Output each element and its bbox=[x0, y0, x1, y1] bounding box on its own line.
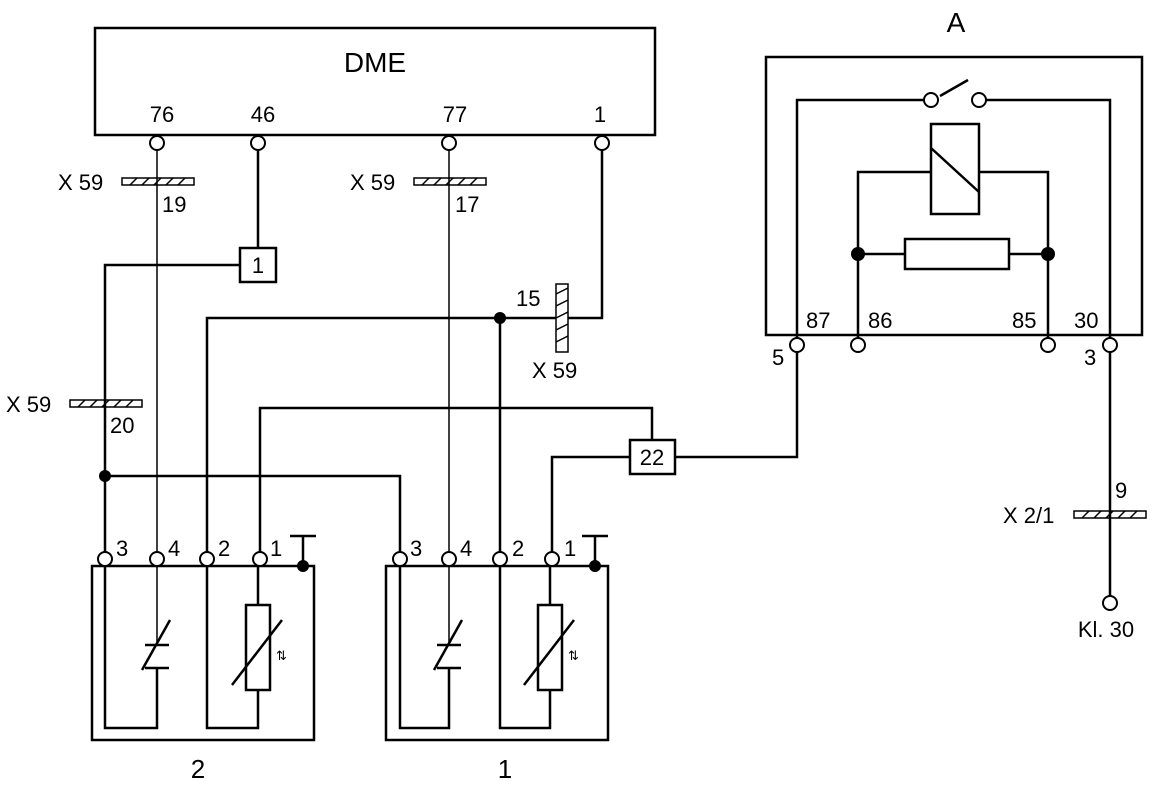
sensor-1-terminal-1 bbox=[544, 551, 560, 567]
connector-x59-17: X 59 17 bbox=[350, 170, 487, 217]
sensor-2-terminal-1 bbox=[252, 551, 268, 567]
relay-pin-87: 87 bbox=[806, 308, 830, 333]
sensor-2-label: 2 bbox=[191, 754, 205, 784]
sensor-1-pin-2: 2 bbox=[512, 536, 524, 561]
junction-dot bbox=[99, 470, 111, 482]
svg-text:⇅: ⇅ bbox=[276, 648, 287, 663]
supply-terminal bbox=[1102, 595, 1118, 611]
splice-22-label: 22 bbox=[640, 445, 664, 470]
connector-x59-label: X 59 bbox=[350, 170, 395, 195]
connector-x59-15: 15 X 59 bbox=[516, 283, 577, 383]
dme-terminal-1 bbox=[594, 135, 610, 151]
relay-outer-pin-5: 5 bbox=[772, 345, 784, 370]
sensor-2-pin-2: 2 bbox=[218, 536, 230, 561]
ground-dot bbox=[589, 560, 601, 572]
relay-switch-contact bbox=[971, 92, 987, 108]
relay-title: A bbox=[947, 7, 966, 38]
relay-pin-85: 85 bbox=[1012, 308, 1036, 333]
relay-terminal-87 bbox=[789, 337, 805, 353]
sensor-1-pin-1: 1 bbox=[564, 536, 576, 561]
connector-pin-15: 15 bbox=[516, 286, 540, 311]
relay-pin-86: 86 bbox=[868, 308, 892, 333]
relay-a: A 87 86 85 30 5 3 bbox=[764, 7, 1144, 370]
dme-pin-76: 76 bbox=[150, 102, 174, 127]
dme-terminal-76 bbox=[149, 135, 165, 151]
connector-pin-20: 20 bbox=[110, 413, 134, 438]
sensor-1-pin-3: 3 bbox=[410, 536, 422, 561]
dme-unit: DME 76 46 77 1 bbox=[93, 26, 657, 151]
dme-pin-77: 77 bbox=[443, 102, 467, 127]
relay-terminal-85 bbox=[1040, 337, 1056, 353]
dme-pin-1: 1 bbox=[594, 102, 606, 127]
sensor-1-terminal-4 bbox=[441, 551, 457, 567]
splice-1-label: 1 bbox=[252, 253, 264, 278]
dme-pin-46: 46 bbox=[251, 102, 275, 127]
relay-coil bbox=[929, 122, 981, 216]
sensor-1-pin-4: 4 bbox=[460, 536, 472, 561]
supply-label: Kl. 30 bbox=[1078, 617, 1134, 642]
dme-terminal-46 bbox=[250, 135, 266, 151]
connector-x59-label: X 59 bbox=[58, 170, 103, 195]
sensor-2-pin-3: 3 bbox=[116, 536, 128, 561]
sensor-2: 3 4 2 1 ⇅ 2 bbox=[90, 534, 316, 784]
connector-x59-20: X 59 20 bbox=[6, 392, 143, 438]
sensor-2-pin-4: 4 bbox=[168, 536, 180, 561]
junction-dot bbox=[494, 312, 506, 324]
dme-title: DME bbox=[344, 47, 406, 78]
sensor-2-terminal-2 bbox=[199, 551, 215, 567]
relay-outer-pin-3: 3 bbox=[1084, 345, 1096, 370]
svg-text:⇅: ⇅ bbox=[568, 648, 579, 663]
splice-1: 1 bbox=[238, 246, 278, 284]
sensor-2-pin-1: 1 bbox=[270, 536, 282, 561]
sensor-1-terminal-3 bbox=[392, 551, 408, 567]
connector-pin-17: 17 bbox=[455, 192, 479, 217]
connector-x2-1: X 2/1 9 bbox=[1003, 478, 1147, 528]
sensor-1-label: 1 bbox=[498, 754, 512, 784]
relay-terminal-30 bbox=[1102, 337, 1118, 353]
sensor-2-terminal-3 bbox=[97, 551, 113, 567]
sensor-1-terminal-2 bbox=[492, 551, 508, 567]
relay-resistor bbox=[903, 237, 1011, 271]
connector-x21-label: X 2/1 bbox=[1003, 503, 1054, 528]
heater-resistor bbox=[244, 603, 272, 692]
wires bbox=[103, 150, 1112, 596]
junction-dot bbox=[1041, 247, 1055, 261]
connector-x59-19: X 59 19 bbox=[58, 170, 195, 217]
heater-resistor bbox=[536, 603, 564, 692]
connector-x59-label: X 59 bbox=[6, 392, 51, 417]
ground-dot bbox=[297, 560, 309, 572]
junction-dot bbox=[851, 247, 865, 261]
sensor-2-terminal-4 bbox=[149, 551, 165, 567]
sensor-1: 3 4 2 1 ⇅ 1 bbox=[384, 534, 610, 784]
relay-terminal-86 bbox=[850, 337, 866, 353]
connector-x59-label: X 59 bbox=[532, 358, 577, 383]
relay-switch-contact bbox=[923, 92, 939, 108]
connector-pin-9: 9 bbox=[1115, 478, 1127, 503]
relay-pin-30: 30 bbox=[1074, 308, 1098, 333]
relay-switch-blade bbox=[939, 78, 969, 98]
connector-pin-19: 19 bbox=[162, 192, 186, 217]
dme-terminal-77 bbox=[441, 135, 457, 151]
splice-22: 22 bbox=[628, 438, 677, 476]
